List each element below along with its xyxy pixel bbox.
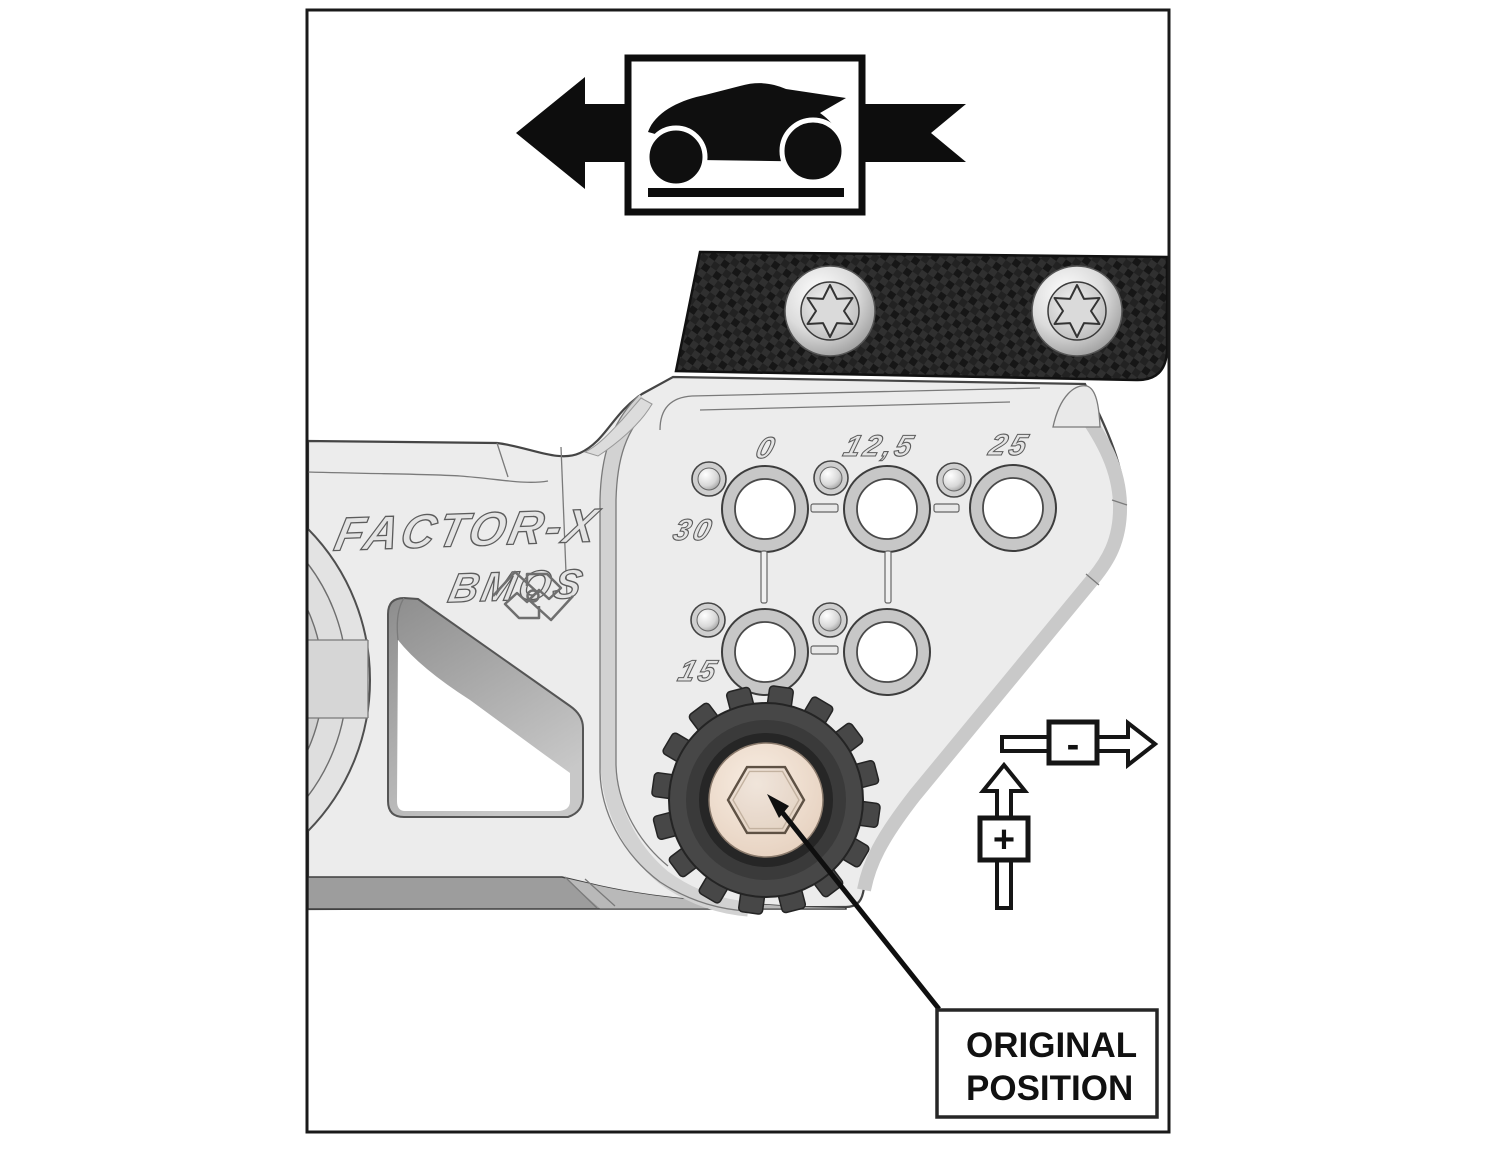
footpeg-boss [308, 527, 371, 833]
motorcycle-icon [644, 83, 847, 197]
index-line [884, 550, 892, 604]
brand-engraving: FACTOR-X [329, 499, 605, 562]
pilot-hole-3 [936, 462, 972, 498]
position-hole-0 [721, 465, 809, 553]
rearset-bracket-body: FACTOR-X BMOS 0 12,5 25 [308, 375, 1128, 917]
figure-frame [305, 8, 1171, 1134]
minus-box [1046, 719, 1100, 766]
position-hole-12-5 [843, 465, 931, 553]
pilot-hole-4 [690, 602, 726, 638]
position-hole-row2-left [721, 608, 809, 696]
position-hole-row2-right [843, 608, 931, 696]
pilot-hole-2 [813, 460, 849, 496]
under-plate-steps [659, 385, 1101, 431]
pilot-hole-5 [812, 602, 848, 638]
direction-indicator [516, 54, 966, 216]
lightening-cutout [387, 596, 584, 818]
position-label-30: 30 [669, 513, 719, 547]
svg-text:FACTOR-X: FACTOR-X [330, 500, 604, 562]
plus-label: + [993, 819, 1015, 861]
minus-adjust-arrow: - [1000, 718, 1159, 770]
bracket-bottom-band [308, 876, 847, 910]
plus-adjust-arrow: + [977, 761, 1031, 910]
leader-arrowhead [767, 794, 789, 818]
callout-leader [767, 794, 941, 1011]
heel-guard-carbon-plate [674, 250, 1168, 382]
hex-socket [726, 765, 806, 835]
svg-text:30: 30 [669, 514, 718, 547]
torx-star-left [806, 284, 854, 338]
torx-screw-left [784, 265, 876, 357]
torx-star-right [1053, 284, 1101, 338]
gilles-logo-icon [492, 570, 574, 622]
callout-box: ORIGINAL POSITION [935, 1008, 1159, 1119]
index-dash [933, 503, 960, 513]
torx-screw-right [1031, 265, 1123, 357]
index-line [760, 550, 768, 604]
svg-text:12,5: 12,5 [840, 430, 920, 463]
plate-edge-bevel [857, 405, 1128, 892]
position-holes [690, 460, 1057, 696]
model-engraving: BMOS [444, 559, 590, 612]
callout-line2: POSITION [966, 1069, 1133, 1108]
svg-text:BMOS: BMOS [445, 560, 590, 611]
boss-slot [308, 640, 368, 718]
position-label-12-5: 12,5 [839, 429, 920, 463]
callout-line1: ORIGINAL [966, 1026, 1137, 1065]
minus-label: - [1067, 724, 1080, 766]
pilot-hole-1 [691, 461, 727, 497]
plus-box [977, 815, 1031, 863]
index-dash [810, 503, 839, 513]
index-dash [810, 645, 839, 655]
position-hole-25 [969, 464, 1057, 552]
arm-chamfer [583, 397, 653, 457]
